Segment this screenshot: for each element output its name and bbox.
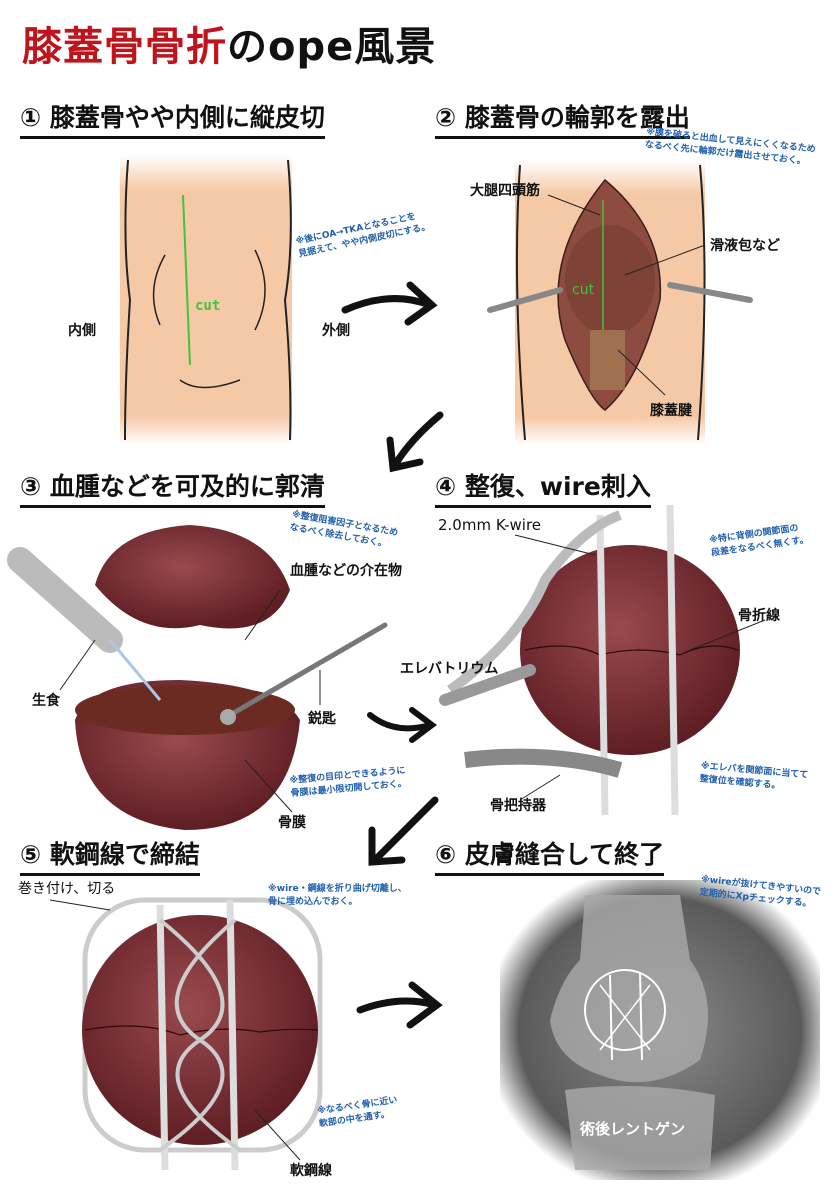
curettage-drawing — [7, 525, 388, 830]
step-3-heading: ③ 血腫などを可及的に郭清 — [20, 467, 325, 508]
step-6-heading: ⑥ 皮膚縫合して終了 — [435, 835, 665, 876]
arrow-right-icon-3 — [356, 981, 443, 1029]
quadriceps-label: 大腿四頭筋 — [470, 183, 540, 199]
bursa-label: 滑液包など — [710, 238, 780, 254]
step-5-heading: ⑤ 軟鋼線で締結 — [20, 835, 200, 876]
elevatorium-label: エレバトリウム — [400, 661, 499, 677]
arrow-right-icon-2 — [367, 707, 437, 743]
medial-label: 内側 — [68, 323, 96, 339]
periosteum-label: 骨膜 — [278, 815, 306, 831]
step-4-heading: ④ 整復、wire刺入 — [435, 467, 651, 508]
step-2-heading: ② 膝蓋骨の輪郭を露出 — [435, 98, 690, 139]
tension-band-drawing — [49, 897, 323, 1171]
xray-drawing — [500, 880, 820, 1180]
exposed-patella-drawing — [487, 160, 753, 445]
arrow-right-icon — [341, 281, 438, 326]
k-wire-label: 2.0mm K-wire — [438, 516, 542, 534]
cut-label-2: cut — [572, 282, 595, 298]
saline-label: 生食 — [32, 693, 60, 709]
postop-xray-label: 術後レントゲン — [580, 1120, 686, 1138]
twist-cut-label: 巻き付け、切る — [18, 881, 116, 897]
knee-skin-drawing — [120, 155, 292, 445]
fracture-line-label: 骨折線 — [738, 608, 780, 624]
curette-label: 鋭匙 — [308, 711, 336, 727]
lateral-label: 外側 — [322, 323, 350, 339]
arrow-down-left-icon — [386, 411, 444, 473]
reduction-drawing — [439, 504, 766, 816]
soft-wire-label: 軟鋼線 — [290, 1163, 332, 1179]
step-5-note: ※wire・鋼線を折り曲げ切離し、骨に埋め込んでおく。 — [268, 884, 407, 907]
page-title: 膝蓋骨骨折のope風景 — [22, 24, 437, 70]
patellar-tendon-label: 膝蓋腱 — [650, 403, 692, 419]
arrow-down-left-icon-2 — [368, 796, 439, 866]
cut-label: cut — [195, 298, 221, 314]
bone-forceps-label: 骨把持器 — [490, 798, 546, 814]
hematoma-label: 血腫などの介在物 — [290, 563, 402, 579]
step-1-heading: ① 膝蓋骨やや内側に縦皮切 — [20, 98, 325, 139]
